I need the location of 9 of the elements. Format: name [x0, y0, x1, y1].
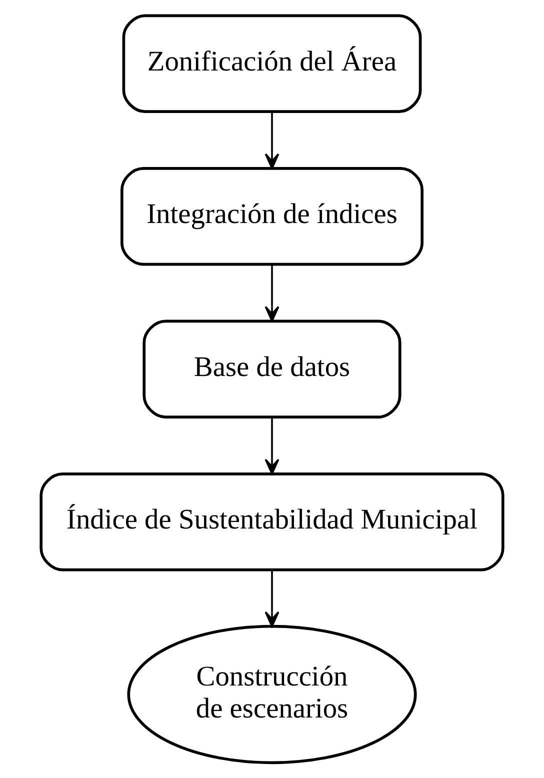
node-box: Integración de índices [120, 167, 424, 266]
arrow [264, 570, 280, 628]
arrow [264, 112, 280, 170]
node-box: Índice de Sustentabilidad Municipal [40, 472, 504, 572]
arrow [264, 417, 280, 475]
node-ellipse: Construcción de escenarios [127, 624, 417, 764]
arrow [264, 264, 280, 322]
node-box: Zonificación del Área [122, 14, 422, 114]
node-box: Base de datos [142, 320, 402, 418]
